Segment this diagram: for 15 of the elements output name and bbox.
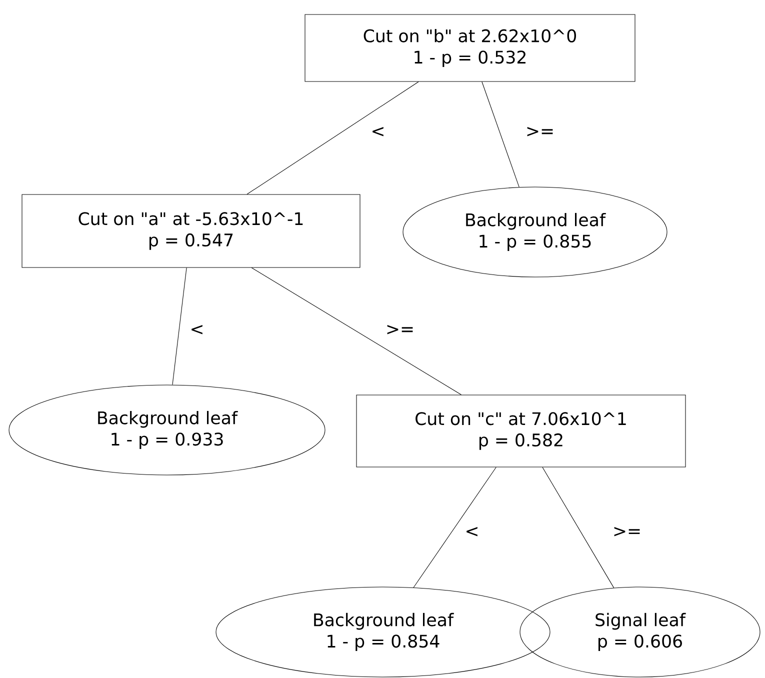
split-box: Cut on "c" at 7.06x10^1 p = 0.582 bbox=[356, 394, 686, 468]
branch-line bbox=[251, 268, 462, 395]
edge-label: < bbox=[372, 126, 384, 136]
branch-line bbox=[413, 467, 496, 588]
branch-line bbox=[246, 82, 419, 194]
branch-line bbox=[482, 82, 520, 188]
edge-label: >= bbox=[387, 324, 413, 334]
edge-label: >= bbox=[614, 526, 640, 536]
split-box: Cut on "b" at 2.62x10^0 1 - p = 0.532 bbox=[304, 14, 636, 82]
edge-label: >= bbox=[527, 126, 553, 136]
branch-line bbox=[172, 268, 187, 386]
edge-label: < bbox=[192, 324, 202, 334]
branch-line bbox=[542, 467, 614, 588]
split-box: Cut on "a" at -5.63x10^-1 p = 0.547 bbox=[22, 194, 360, 268]
edge-label: < bbox=[466, 526, 478, 536]
